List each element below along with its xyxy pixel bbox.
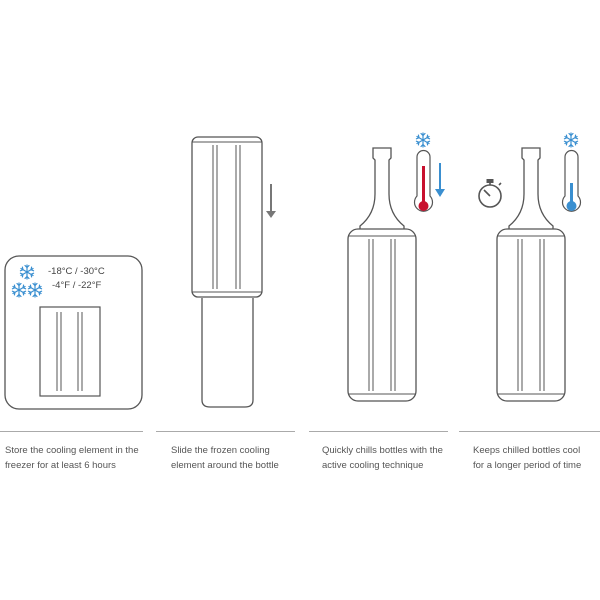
caption-line: Slide the frozen cooling: [171, 445, 270, 456]
caption-line: Store the cooling element in the: [5, 445, 139, 456]
bottle-neck: [359, 147, 405, 237]
caption-line: Quickly chills bottles with the: [322, 445, 443, 456]
stopwatch-icon: [478, 179, 502, 208]
snowflake-icon: [415, 132, 431, 148]
step-caption-2: Slide the frozen cooling element around …: [171, 443, 279, 473]
cooling-sleeve: [347, 228, 417, 402]
freezer-illustration: [4, 255, 143, 410]
down-arrow-icon: [435, 163, 445, 197]
divider: [156, 431, 295, 432]
down-arrow-icon: [266, 184, 276, 218]
thermometer-icon: [413, 149, 434, 212]
snowflake-icon: [27, 282, 43, 298]
freezer-box: [4, 255, 143, 410]
divider: [459, 431, 600, 432]
snowflake-icon: [563, 132, 579, 148]
caption-line: for a longer period of time: [473, 460, 582, 471]
thermometer-icon: [561, 149, 582, 212]
freezer-temp-fahrenheit: -4°F / -22°F: [52, 280, 102, 291]
keep-cool-illustration: [478, 132, 582, 402]
step-caption-1: Store the cooling element in the freezer…: [5, 443, 139, 473]
cooling-sleeve: [496, 228, 566, 402]
snowflake-icon: [11, 282, 27, 298]
step-caption-3: Quickly chills bottles with the active c…: [322, 443, 443, 473]
caption-line: freezer for at least 6 hours: [5, 460, 116, 471]
freezer-temp-celsius: -18°C / -30°C: [48, 266, 105, 277]
cooling-sleeve: [191, 136, 263, 298]
caption-line: element around the bottle: [171, 460, 279, 471]
cooling-element-frozen: [39, 306, 101, 397]
step-caption-4: Keeps chilled bottles cool for a longer …: [473, 443, 581, 473]
chill-illustration: [347, 132, 445, 402]
bottle-neck: [508, 147, 554, 237]
caption-line: active cooling technique: [322, 460, 424, 471]
bottle-bottom: [201, 298, 254, 408]
caption-line: Keeps chilled bottles cool: [473, 445, 581, 456]
snowflake-icon: [19, 264, 35, 280]
divider: [0, 431, 143, 432]
slide-illustration: [191, 136, 276, 408]
divider: [309, 431, 448, 432]
